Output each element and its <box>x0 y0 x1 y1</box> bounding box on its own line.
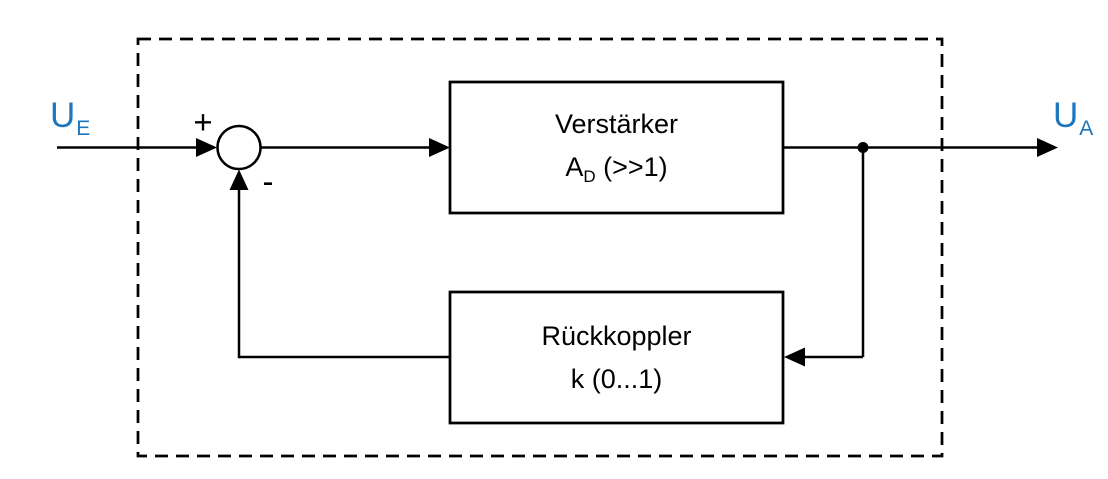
feedback-box <box>448 290 785 425</box>
summing-junction-circle <box>216 124 262 171</box>
input-arrowhead-icon <box>196 138 217 157</box>
sum-minus-arrowhead-icon <box>229 169 249 190</box>
sum-plus-sign: + <box>193 103 213 141</box>
input-voltage-label: UE <box>50 96 90 139</box>
amplifier-name: Verstärker <box>554 109 679 139</box>
system-boundary-dashed-rect <box>136 37 944 458</box>
output-voltage-subscript: A <box>1079 117 1094 140</box>
sum-minus-sign: - <box>262 162 274 200</box>
feedback-label: Rückkoppler k (0...1) <box>450 292 783 423</box>
amplifier-label: Verstärker AD (>>1) <box>450 82 783 213</box>
feedback-input-arrowhead-icon <box>784 347 805 367</box>
amplifier-box <box>448 80 785 215</box>
output-arrowhead-icon <box>1037 138 1058 157</box>
amplifier-gain-subscript: D <box>583 167 596 186</box>
amplifier-gain-condition: (>>1) <box>595 152 668 182</box>
feedback-factor: k (0...1) <box>570 363 663 394</box>
branch-node-dot <box>857 142 869 153</box>
input-voltage-symbol: U <box>50 96 76 135</box>
output-voltage-symbol: U <box>1053 96 1079 135</box>
input-voltage-subscript: E <box>76 117 91 140</box>
output-voltage-label: UA <box>1053 96 1093 139</box>
amplifier-input-arrowhead-icon <box>429 138 450 157</box>
feedback-name: Rückkoppler <box>541 320 692 351</box>
amplifier-gain-symbol: A <box>565 152 584 182</box>
amplifier-gain: AD (>>1) <box>565 146 667 192</box>
